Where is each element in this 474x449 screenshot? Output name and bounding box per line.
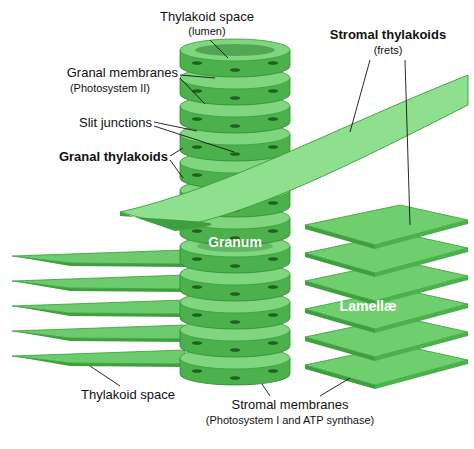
stromal-sheets-left [12,250,185,367]
leader-line [350,60,370,132]
part-label: Granal thylakoids [59,150,168,165]
part-label: Slit junctions [79,116,152,131]
part-label: Thylakoid space [160,10,254,25]
leader-line [90,366,120,386]
leader-line [210,40,228,58]
granal-thylakoid [180,39,290,77]
part-label: Granal membranes [67,66,178,81]
part-label: Granum [208,234,262,250]
leader-line [262,384,270,396]
part-label: Thylakoid space [81,388,175,403]
leader-line [180,75,215,78]
part-label: Lamellæ [340,298,397,314]
stromal-sheet [12,275,185,292]
stromal-sheet [12,250,185,267]
leader-line [170,148,183,156]
part-note: (Photosystem I and ATP synthase) [206,414,374,427]
stromal-fret [120,75,468,227]
part-note: (Photosystem II) [70,82,150,95]
stromal-fret-edge [120,212,212,231]
part-note: (frets) [374,44,403,57]
lamellae-stack [305,205,468,389]
leader-line [154,122,197,131]
part-label: Stromal thylakoids [330,28,446,43]
stromal-sheet [12,300,185,317]
lumen-opening [195,44,275,56]
part-note: (lumen) [188,25,225,38]
leader-line [154,126,234,152]
leader-line [170,160,183,178]
leader-line [405,60,410,225]
part-label: Stromal membranes [231,398,348,413]
stromal-sheet [12,350,185,367]
leader-line [180,78,205,104]
stromal-sheet [12,325,185,342]
lamella-sheet [305,205,468,249]
leader-line [320,378,350,396]
